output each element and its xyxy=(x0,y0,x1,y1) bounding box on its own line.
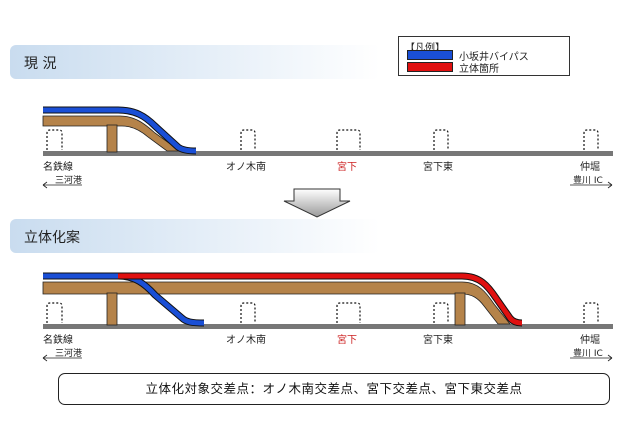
legend: 【凡例】 小坂井バイパス 立体箇所 xyxy=(398,36,570,76)
label-miyashita-2: 宮下 xyxy=(337,333,357,346)
signal-post-miyashita xyxy=(336,129,361,150)
signal-post-miyashitahigashi xyxy=(433,129,449,150)
signal-post-miyashitahigashi-2 xyxy=(433,302,449,323)
legend-label-elevated: 立体箇所 xyxy=(459,64,499,75)
arrow-left-mikawako-2 xyxy=(42,354,82,362)
down-arrow-icon xyxy=(283,188,351,218)
label-onokiminami: オノ木南 xyxy=(226,160,266,173)
label-toyokawa-ic-2: 豊川 IC xyxy=(573,347,603,359)
label-mikawako-2: 三河港 xyxy=(55,347,82,359)
label-miyashita: 宮下 xyxy=(337,160,357,173)
target-intersections-summary: 立体化対象交差点：オノ木南交差点、宮下交差点、宮下東交差点 xyxy=(58,373,610,405)
proposal-section-title: 立体化案 xyxy=(24,230,80,246)
arrow-left-mikawako xyxy=(42,181,82,189)
label-mikawako: 三河港 xyxy=(55,174,82,186)
label-meitetsu: 名鉄線 xyxy=(43,160,73,173)
proposal-pier-1 xyxy=(106,292,118,326)
legend-title: 【凡例】 xyxy=(405,43,445,54)
current-section-band: 現 況 xyxy=(10,45,380,79)
current-overpass-structure xyxy=(42,115,182,152)
label-miyashitahigashi: 宮下東 xyxy=(423,160,453,173)
legend-swatch-bypass xyxy=(407,50,453,60)
proposal-road xyxy=(43,324,613,329)
signal-post-nakabori xyxy=(583,129,599,150)
current-section-title: 現 況 xyxy=(24,56,57,72)
current-pier xyxy=(106,124,118,153)
current-road xyxy=(43,151,613,156)
label-meitetsu-2: 名鉄線 xyxy=(43,333,73,346)
signal-post-nakabori-2 xyxy=(583,302,599,323)
signal-post-meitetsu xyxy=(46,129,63,150)
proposal-pier-2 xyxy=(454,292,466,326)
proposal-section-band: 立体化案 xyxy=(10,219,380,253)
signal-post-onokiminami-2 xyxy=(240,302,256,323)
label-onokiminami-2: オノ木南 xyxy=(226,333,266,346)
label-nakabori: 仲堀 xyxy=(580,160,600,173)
label-nakabori-2: 仲堀 xyxy=(580,333,600,346)
signal-post-onokiminami xyxy=(240,129,256,150)
signal-post-meitetsu-2 xyxy=(46,302,63,323)
label-toyokawa-ic: 豊川 IC xyxy=(573,174,603,186)
legend-label-bypass: 小坂井バイパス xyxy=(459,52,529,63)
signal-post-miyashita-2 xyxy=(336,302,361,323)
label-miyashitahigashi-2: 宮下東 xyxy=(423,333,453,346)
legend-swatch-elevated xyxy=(407,62,453,72)
arrow-right-toyokawa-2 xyxy=(570,354,613,362)
proposal-overpass-structure xyxy=(42,281,511,325)
arrow-right-toyokawa xyxy=(570,181,613,189)
